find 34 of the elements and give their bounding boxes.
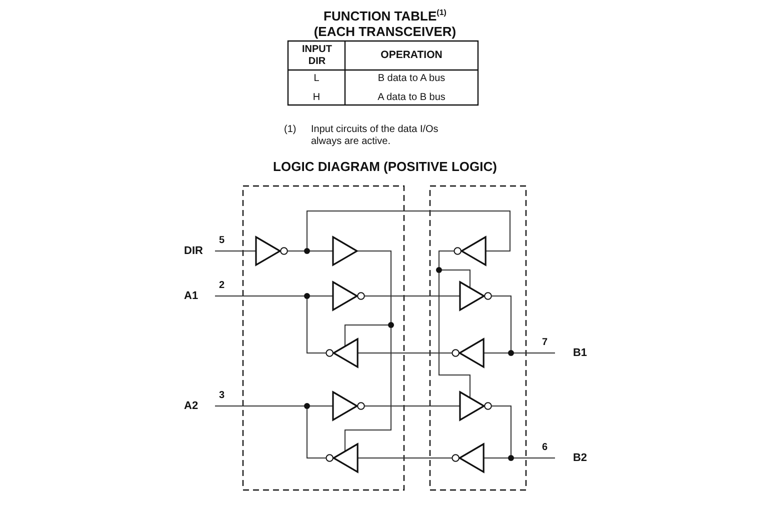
table-header: OPERATION [380,49,444,62]
section-heading: LOGIC DIAGRAM (POSITIVE LOGIC) [272,159,498,175]
inverter-symbol [325,338,359,368]
table-header: INPUT DIR [301,44,333,68]
pin-number: 6 [542,442,548,454]
wire [214,250,256,252]
footnote-text: Input circuits of the data I/Os always are active. [311,124,440,148]
footnote-marker: (1) [284,124,298,136]
inverter-symbol [459,281,493,311]
pin-number: 5 [219,235,225,247]
inverter-symbol [451,338,485,368]
inverter-symbol [332,281,366,311]
table-cell-text: A data to B bus [376,92,446,104]
wire [287,210,510,252]
table-cell-text: L [312,73,320,85]
pin-label: A2 [184,399,215,413]
inverter-symbol [451,443,485,473]
table-cell-text: B data to A bus [376,73,446,85]
pin-number: 2 [219,280,225,292]
pin-label: A1 [184,289,215,303]
inverter-symbol [459,391,493,421]
inverter-symbol [325,443,359,473]
table-heading: FUNCTION TABLE$^{(1)}$ (EACH TRANSCEIVER) [312,8,458,40]
pin-label: DIR [184,244,215,258]
pin-number: 7 [542,337,548,349]
table-cell-text: H [312,92,322,104]
pin-label: B1 [555,346,587,360]
buffer-symbol [332,236,358,266]
pin-number: 3 [219,390,225,402]
pin-label: B2 [555,451,587,465]
inverter-symbol [332,391,366,421]
inverter-symbol [453,236,487,266]
inverter-symbol [255,236,289,266]
wire [358,352,453,354]
